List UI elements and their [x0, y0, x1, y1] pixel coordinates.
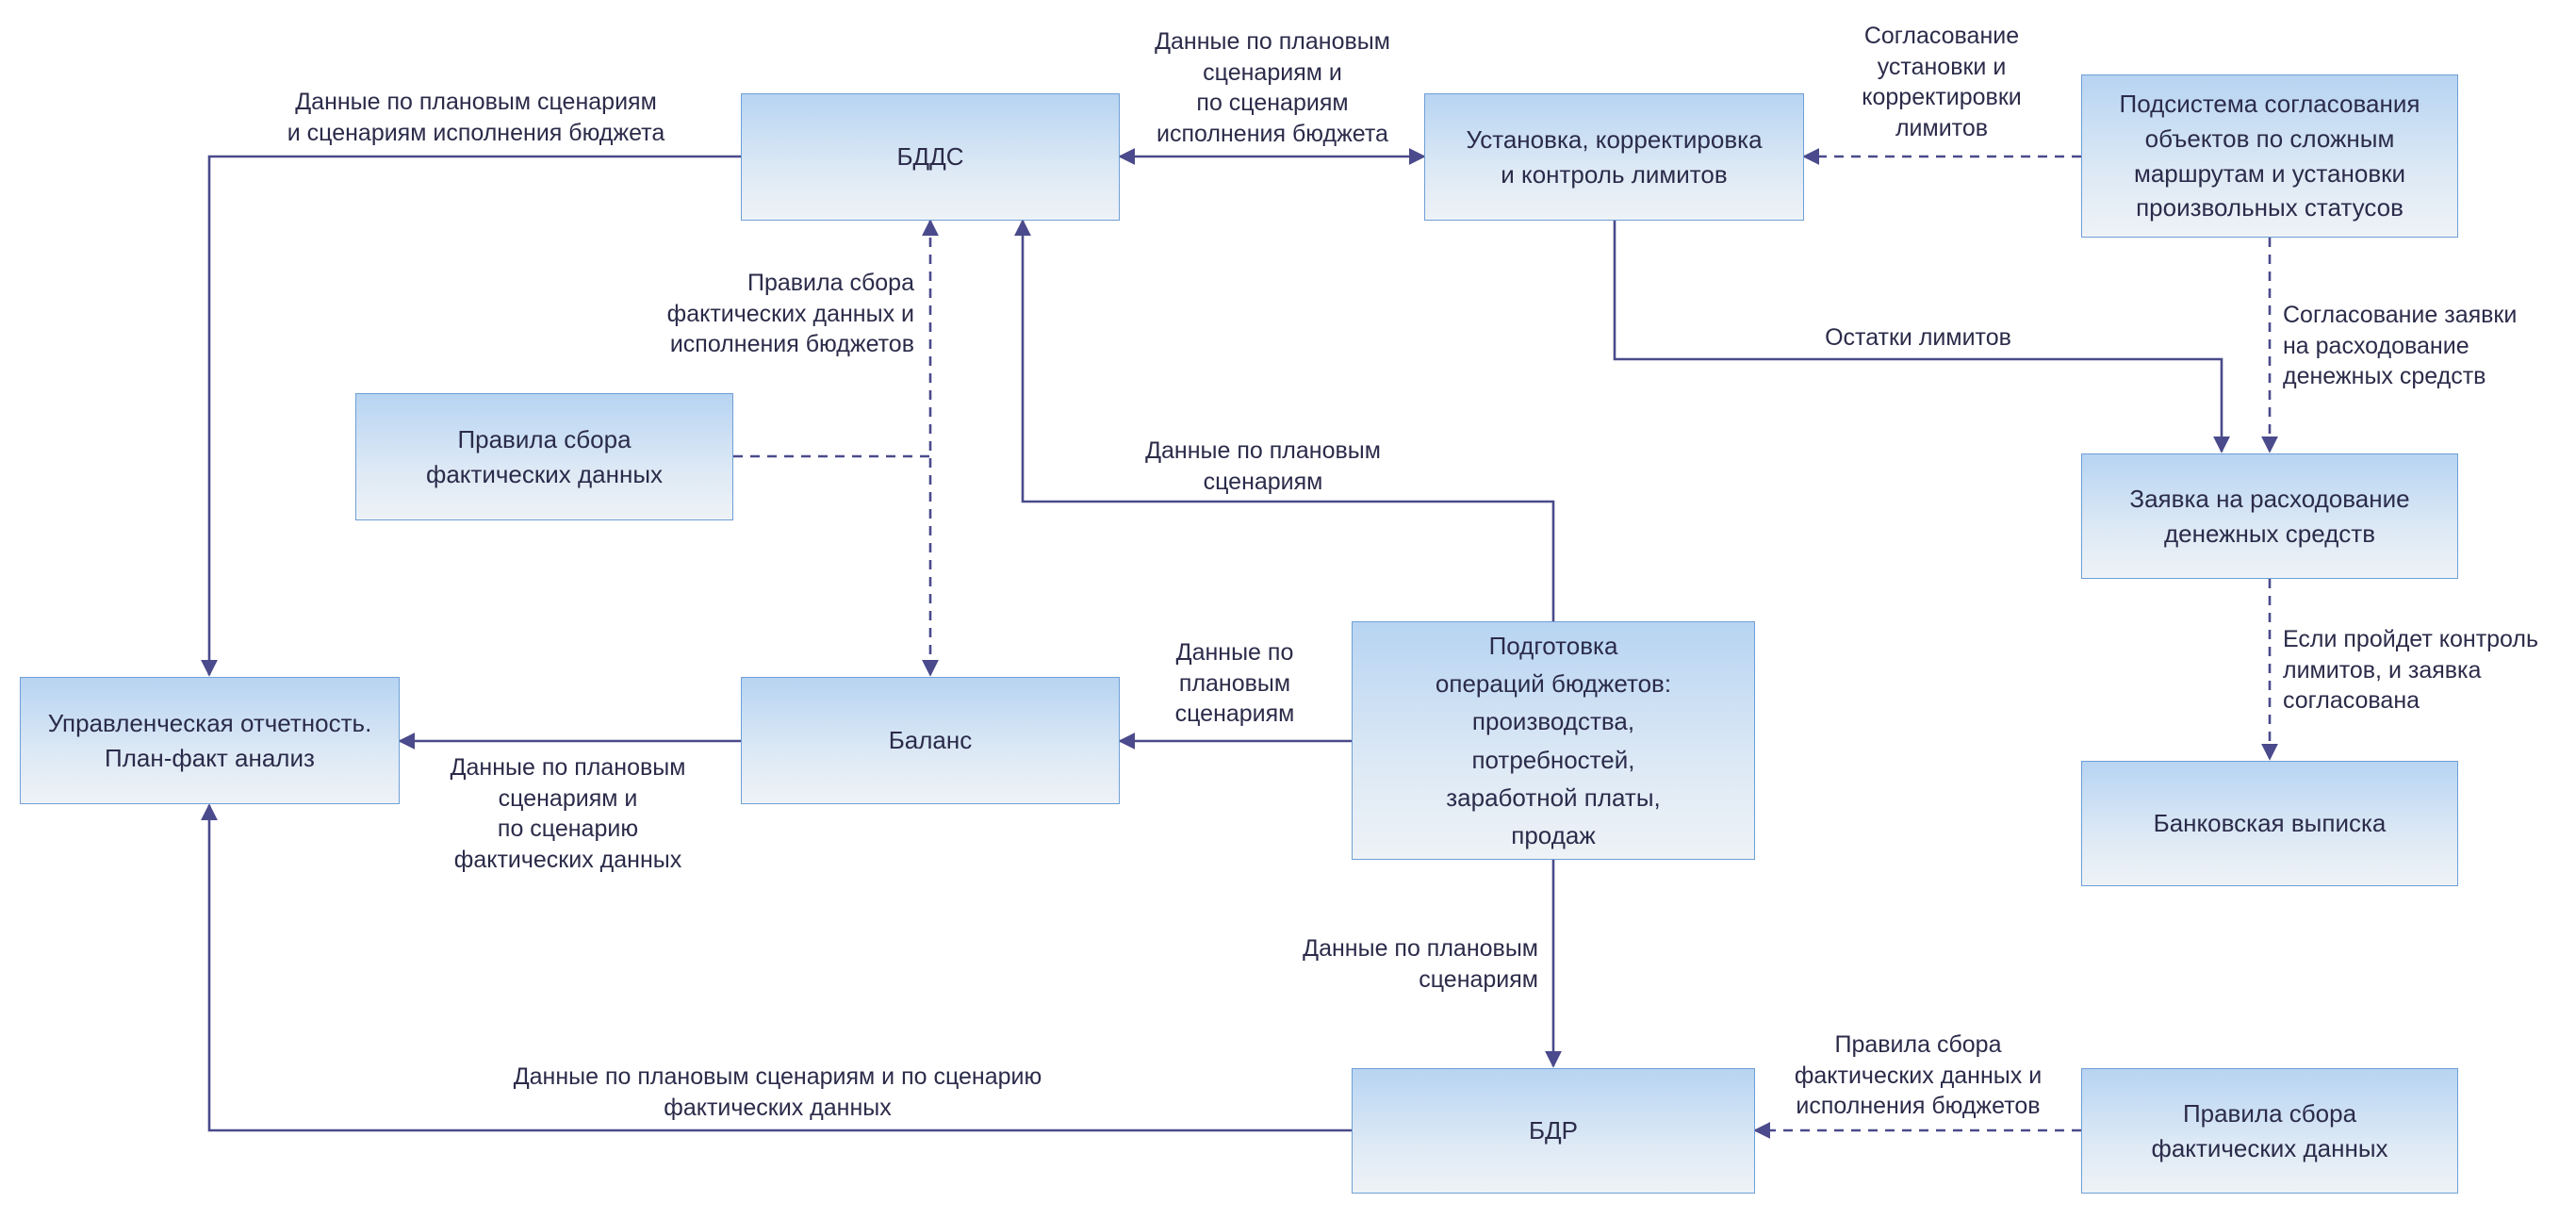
label-request-approval: Согласование заявки на расходование дене… — [2283, 302, 2518, 389]
box-bdds[interactable]: БДДС — [741, 93, 1120, 221]
label-limit-check: Если пройдет контроль лимитов, и заявка … — [2283, 626, 2539, 714]
box-bank-statement[interactable]: Банковская выписка — [2081, 761, 2458, 886]
label-bdds-to-reporting: Данные по плановым сценариям и сценариям… — [287, 89, 665, 146]
label-balance-to-reporting: Данные по плановым сценариям и по сценар… — [450, 754, 686, 873]
label-ops-to-balance: Данные по плановым сценариям — [1174, 639, 1295, 727]
box-bdr[interactable]: БДР — [1352, 1068, 1755, 1194]
connector-limits-request — [1613, 219, 2230, 453]
label-bdr-to-reporting: Данные по плановым сценариям и по сценар… — [513, 1063, 1042, 1121]
connector-bdr-reporting — [201, 803, 1352, 1132]
box-reporting[interactable]: Управленческая отчетность. План-факт ана… — [20, 677, 400, 804]
label-bdds-balance-rules: Правила сбора фактических данных и испол… — [666, 270, 914, 357]
box-balance[interactable]: Баланс — [741, 677, 1120, 804]
box-operational-budgets[interactable]: Подготовка операций бюджетов: производст… — [1352, 621, 1755, 860]
box-payment-request[interactable]: Заявка на расходование денежных средств — [2081, 453, 2458, 579]
box-limits[interactable]: Установка, корректировка и контроль лими… — [1424, 93, 1804, 221]
box-approval-subsystem[interactable]: Подсистема согласования объектов по слож… — [2081, 74, 2458, 238]
label-ops-to-bdds: Данные по плановым сценариям — [1145, 437, 1381, 495]
box-fact-rules-bottom[interactable]: Правила сбора фактических данных — [2081, 1068, 2458, 1194]
connector-ops-bdds — [1014, 219, 1555, 621]
label-limits-approval: Согласование установки и корректировки л… — [1862, 23, 2022, 141]
label-bdr-rules: Правила сбора фактических данных и испол… — [1794, 1031, 2043, 1119]
label-ops-to-bdr: Данные по плановым сценариям — [1303, 935, 1538, 993]
connector-bdds-reporting — [201, 155, 741, 677]
label-bdds-limits: Данные по плановым сценариям и по сценар… — [1155, 28, 1390, 147]
box-fact-rules-top[interactable]: Правила сбора фактических данных — [355, 393, 733, 520]
label-limit-remainders: Остатки лимитов — [1825, 324, 2011, 351]
